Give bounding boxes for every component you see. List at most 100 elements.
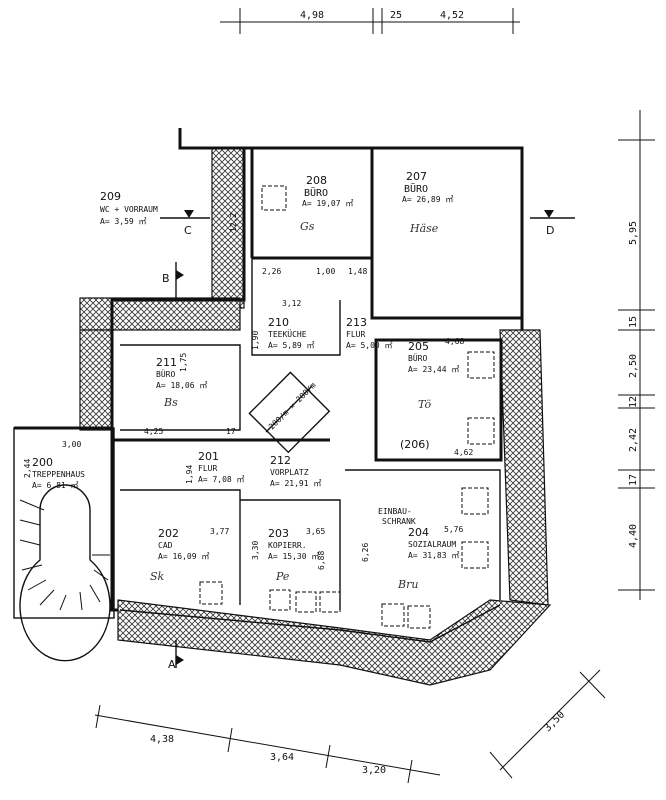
svg-text:Pe: Pe xyxy=(275,570,290,583)
dim-right-2: 15 xyxy=(628,316,639,328)
svg-text:WC + VORRAUM: WC + VORRAUM xyxy=(100,205,158,214)
dim-right-3: 2,50 xyxy=(628,354,639,378)
svg-text:Bru: Bru xyxy=(397,578,418,591)
svg-text:A= 6,81 ㎡: A= 6,81 ㎡ xyxy=(32,481,79,490)
svg-text:6,26: 6,26 xyxy=(361,543,370,562)
staircase xyxy=(19,484,111,662)
svg-text:3,00: 3,00 xyxy=(62,440,81,449)
svg-text:211: 211 xyxy=(156,356,177,369)
svg-text:FLUR: FLUR xyxy=(198,464,217,473)
svg-text:4,68: 4,68 xyxy=(445,337,464,346)
room-203: 203 KOPIERR. A= 15,30 ㎡ Pe xyxy=(268,527,319,583)
svg-text:212: 212 xyxy=(270,454,291,467)
dim-top-2: 25 xyxy=(390,10,402,21)
svg-text:A= 3,59 ㎡: A= 3,59 ㎡ xyxy=(100,217,147,226)
room-212: 212 VORPLATZ A= 21,91 ㎡ xyxy=(270,454,321,488)
section-mark-c: C xyxy=(184,224,192,237)
svg-text:Tö: Tö xyxy=(418,398,431,411)
svg-text:3,65: 3,65 xyxy=(306,527,325,536)
svg-text:Bs: Bs xyxy=(163,396,178,409)
svg-text:A= 15,30 ㎡: A= 15,30 ㎡ xyxy=(268,552,319,561)
dim-right-5: 2,42 xyxy=(628,428,639,452)
svg-text:A= 5,89 ㎡: A= 5,89 ㎡ xyxy=(268,341,315,350)
svg-text:203: 203 xyxy=(268,527,289,540)
dim-right-1: 5,95 xyxy=(628,221,639,245)
room-208: 208 BÜRO A= 19,07 ㎡ Gs xyxy=(300,174,353,233)
svg-text:209: 209 xyxy=(100,190,121,203)
svg-text:4,62: 4,62 xyxy=(454,448,473,457)
svg-text:5,76: 5,76 xyxy=(444,525,463,534)
dim-right-6: 17 xyxy=(628,474,639,486)
svg-text:Häse: Häse xyxy=(409,222,439,235)
svg-text:213: 213 xyxy=(346,316,367,329)
room-211: 211 BÜRO A= 18,06 ㎡ Bs xyxy=(156,356,207,409)
svg-text:4,25: 4,25 xyxy=(144,427,163,436)
top-dimension-chain: 4,98 25 4,52 xyxy=(220,8,520,34)
svg-text:A= 5,00 ㎡: A= 5,00 ㎡ xyxy=(346,341,393,350)
svg-text:TREPPENHAUS: TREPPENHAUS xyxy=(32,470,85,479)
svg-text:1,94: 1,94 xyxy=(185,465,194,484)
svg-text:12,2: 12,2 xyxy=(229,213,238,232)
room-205: 205 BÜRO A= 23,44 ㎡ Tö xyxy=(408,340,459,411)
svg-text:FLUR: FLUR xyxy=(346,330,365,339)
roof-hatching xyxy=(79,147,552,686)
svg-text:A= 18,06 ㎡: A= 18,06 ㎡ xyxy=(156,381,207,390)
room-201: 201 FLUR A= 7,08 ㎡ xyxy=(198,450,245,484)
room-200: 200 TREPPENHAUS A= 6,81 ㎡ xyxy=(32,456,85,490)
svg-text:SOZIALRAUM: SOZIALRAUM xyxy=(408,540,456,549)
room-207: 207 BÜRO A= 26,89 ㎡ Häse xyxy=(402,170,453,235)
svg-text:BÜRO: BÜRO xyxy=(408,353,427,363)
svg-text:208: 208 xyxy=(306,174,327,187)
svg-text:1,48: 1,48 xyxy=(348,267,367,276)
svg-text:6,88: 6,88 xyxy=(317,551,326,570)
cupboard-label-2: SCHRANK xyxy=(382,517,416,526)
svg-text:202: 202 xyxy=(158,527,179,540)
svg-text:1,90: 1,90 xyxy=(251,331,260,350)
svg-text:CAD: CAD xyxy=(158,541,173,550)
svg-text:A= 23,44 ㎡: A= 23,44 ㎡ xyxy=(408,365,459,374)
svg-text:3,30: 3,30 xyxy=(251,541,260,560)
svg-text:Sk: Sk xyxy=(150,570,165,583)
dim-bottom-2: 3,64 xyxy=(270,752,294,763)
room-206: (206) xyxy=(400,438,430,451)
room-209: 209 WC + VORRAUM A= 3,59 ㎡ xyxy=(100,190,158,226)
svg-text:BÜRO: BÜRO xyxy=(156,369,175,379)
svg-text:1,00: 1,00 xyxy=(316,267,335,276)
section-mark-b: B xyxy=(162,272,170,285)
dim-bottom-1: 4,38 xyxy=(150,734,174,745)
svg-text:KOPIERR.: KOPIERR. xyxy=(268,541,307,550)
svg-text:A= 31,83 ㎡: A= 31,83 ㎡ xyxy=(408,551,459,560)
svg-text:204: 204 xyxy=(408,526,429,539)
svg-text:3,77: 3,77 xyxy=(210,527,229,536)
room-202: 202 CAD A= 16,09 ㎡ Sk xyxy=(150,527,209,583)
svg-text:A= 21,91 ㎡: A= 21,91 ㎡ xyxy=(270,479,321,488)
svg-text:(206): (206) xyxy=(400,438,430,451)
dim-top-1: 4,98 xyxy=(300,10,324,21)
cupboard-label-1: EINBAU- xyxy=(378,507,412,516)
right-dimension-chain: 5,95 15 2,50 12 2,42 17 4,40 xyxy=(618,110,655,600)
furniture xyxy=(199,185,495,629)
svg-text:210: 210 xyxy=(268,316,289,329)
svg-text:200: 200 xyxy=(32,456,53,469)
room-213: 213 FLUR A= 5,00 ㎡ xyxy=(346,316,393,350)
svg-text:2,26: 2,26 xyxy=(262,267,281,276)
svg-text:17: 17 xyxy=(226,427,236,436)
dim-top-3: 4,52 xyxy=(440,10,464,21)
dim-bottom-3: 3,20 xyxy=(362,765,386,776)
svg-text:205: 205 xyxy=(408,340,429,353)
room-210: 210 TEEKÜCHE A= 5,89 ㎡ xyxy=(268,316,315,350)
section-mark-a: A xyxy=(168,658,176,671)
svg-text:3,12: 3,12 xyxy=(282,299,301,308)
svg-text:VORPLATZ: VORPLATZ xyxy=(270,468,309,477)
walls xyxy=(13,128,524,643)
svg-text:A= 19,07 ㎡: A= 19,07 ㎡ xyxy=(302,199,353,208)
room-204: 204 SOZIALRAUM A= 31,83 ㎡ Bru xyxy=(397,526,459,591)
bottom-dimension-chain: 4,38 3,64 3,20 3,50 xyxy=(94,669,606,784)
dim-right-4: 12 xyxy=(628,396,639,408)
svg-text:Gs: Gs xyxy=(300,220,315,233)
svg-text:A= 26,89 ㎡: A= 26,89 ㎡ xyxy=(402,195,453,204)
svg-text:BÜRO: BÜRO xyxy=(304,186,328,199)
svg-text:A= 7,08 ㎡: A= 7,08 ㎡ xyxy=(198,475,245,484)
